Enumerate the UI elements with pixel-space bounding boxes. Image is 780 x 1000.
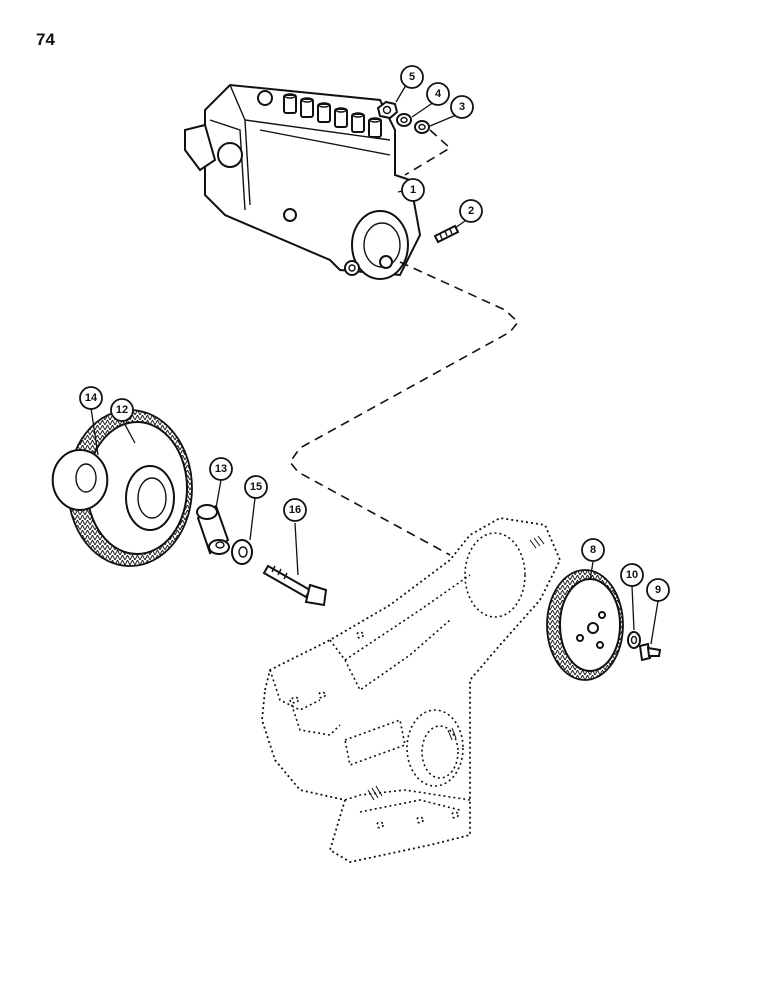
callout-14: 14	[79, 386, 103, 410]
svg-text:5: 5	[409, 71, 415, 83]
page-number: 74	[36, 30, 55, 49]
svg-text:12: 12	[116, 404, 128, 416]
svg-text:4: 4	[435, 88, 442, 100]
svg-text:13: 13	[215, 463, 227, 475]
svg-text:2: 2	[468, 205, 474, 217]
callout-12: 12	[110, 398, 134, 422]
svg-text:10: 10	[626, 569, 638, 581]
gear-lock-washer	[627, 631, 641, 649]
callout-1: 1	[401, 178, 425, 202]
callout-10: 10	[620, 563, 644, 587]
bushing	[196, 504, 230, 555]
thrust-washer	[51, 448, 109, 512]
assembly-line-pump-to-housing	[288, 261, 520, 556]
leader-lines	[90, 74, 659, 645]
svg-text:1: 1	[410, 184, 416, 196]
bolt	[262, 564, 328, 607]
lock-washer	[396, 113, 412, 127]
camshaft-gear	[67, 409, 193, 567]
pump-drive-gear	[546, 569, 624, 681]
callout-8: 8	[581, 538, 605, 562]
cap-screw	[638, 642, 662, 662]
flat-washer	[414, 120, 430, 134]
washer	[231, 539, 253, 565]
callout-3: 3	[450, 95, 474, 119]
timing-gear-housing	[261, 517, 561, 863]
svg-text:9: 9	[655, 584, 661, 596]
callout-15: 15	[244, 475, 268, 499]
callout-16: 16	[283, 498, 307, 522]
callout-13: 13	[209, 457, 233, 481]
callout-5: 5	[400, 65, 424, 89]
svg-text:3: 3	[459, 101, 465, 113]
assembly-line-washers-to-pump	[404, 129, 452, 176]
svg-text:16: 16	[289, 504, 301, 516]
callout-4: 4	[426, 82, 450, 106]
delivery-valves	[283, 93, 382, 138]
svg-text:8: 8	[590, 544, 596, 556]
stud	[433, 224, 460, 244]
injection-pump	[184, 83, 422, 280]
svg-text:15: 15	[250, 481, 262, 493]
nut	[376, 100, 399, 120]
callout-9: 9	[646, 578, 670, 602]
callout-2: 2	[459, 199, 483, 223]
svg-text:14: 14	[85, 392, 98, 404]
